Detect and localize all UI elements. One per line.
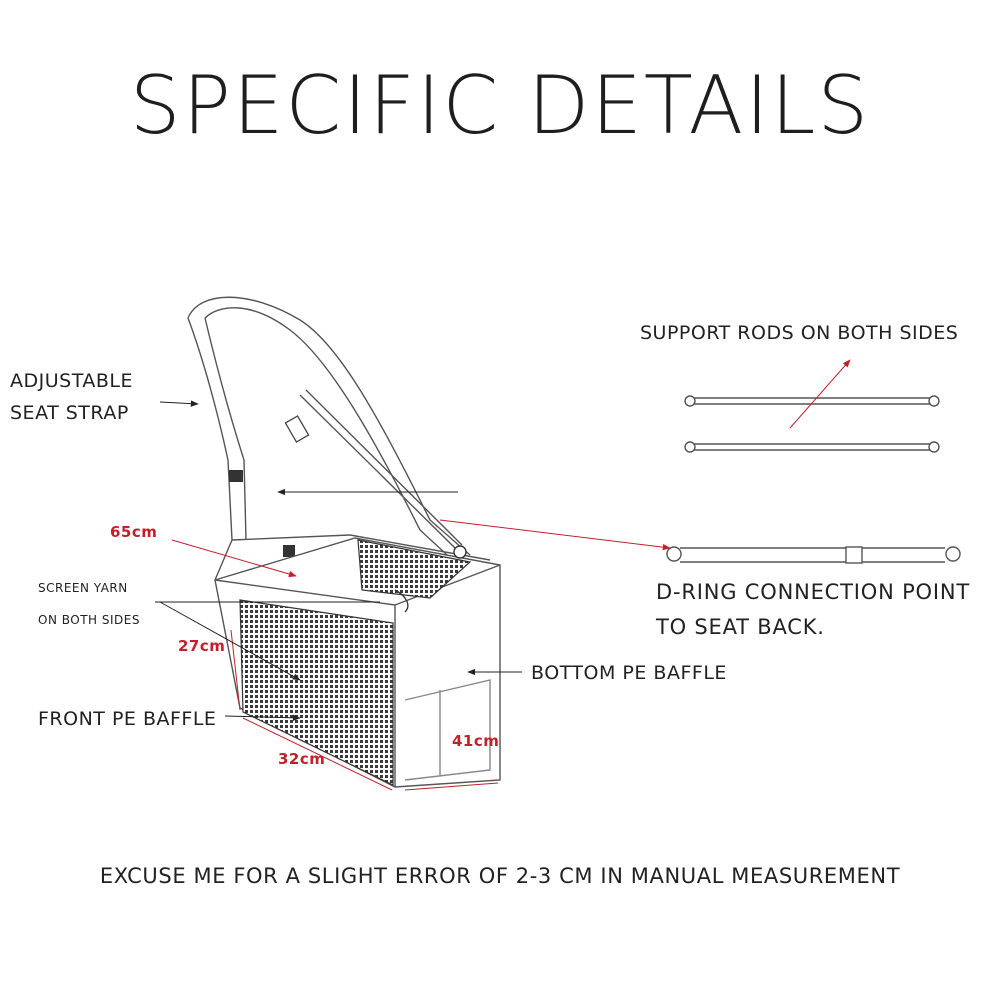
dim-label-41cm: 41cm (452, 732, 500, 750)
support-rod-top (684, 395, 940, 407)
label-front-pe: FRONT PE BAFFLE (38, 708, 217, 730)
dim-line-41cm (404, 782, 499, 791)
label-on-both-sides: ON BOTH SIDES (38, 613, 140, 627)
label-bottom-pe: BOTTOM PE BAFFLE (531, 662, 727, 684)
strap-clip-icon (283, 545, 295, 557)
strap-buckle-icon (284, 415, 310, 443)
front-mesh-panel (239, 599, 394, 786)
label-d-ring: D-RING CONNECTION POINT (656, 580, 970, 604)
dim-line-27cm (230, 629, 241, 711)
d-ring-connector (666, 546, 961, 564)
dim-label-65cm: 65cm (110, 523, 158, 541)
label-adjustable: ADJUSTABLE (10, 370, 133, 392)
dim-line-32cm (242, 717, 393, 791)
footer-note: EXCUSE ME FOR A SLIGHT ERROR OF 2-3 CM I… (99, 864, 901, 888)
label-seat-back: TO SEAT BACK. (656, 615, 825, 639)
support-rod-bottom (684, 441, 940, 453)
d-ring-icon (453, 545, 467, 559)
strap-clip-icon (229, 470, 243, 482)
seat-strap (187, 296, 471, 566)
label-screen-yarn: SCREEN YARN (38, 581, 128, 595)
page-title: SPECIFIC DETAILS (129, 59, 871, 152)
dim-label-27cm: 27cm (178, 637, 226, 655)
label-seat-strap: SEAT STRAP (10, 402, 129, 424)
back-mesh-panel (357, 539, 472, 599)
dim-label-32cm: 32cm (278, 750, 326, 768)
label-support-rods: SUPPORT RODS ON BOTH SIDES (640, 322, 959, 344)
